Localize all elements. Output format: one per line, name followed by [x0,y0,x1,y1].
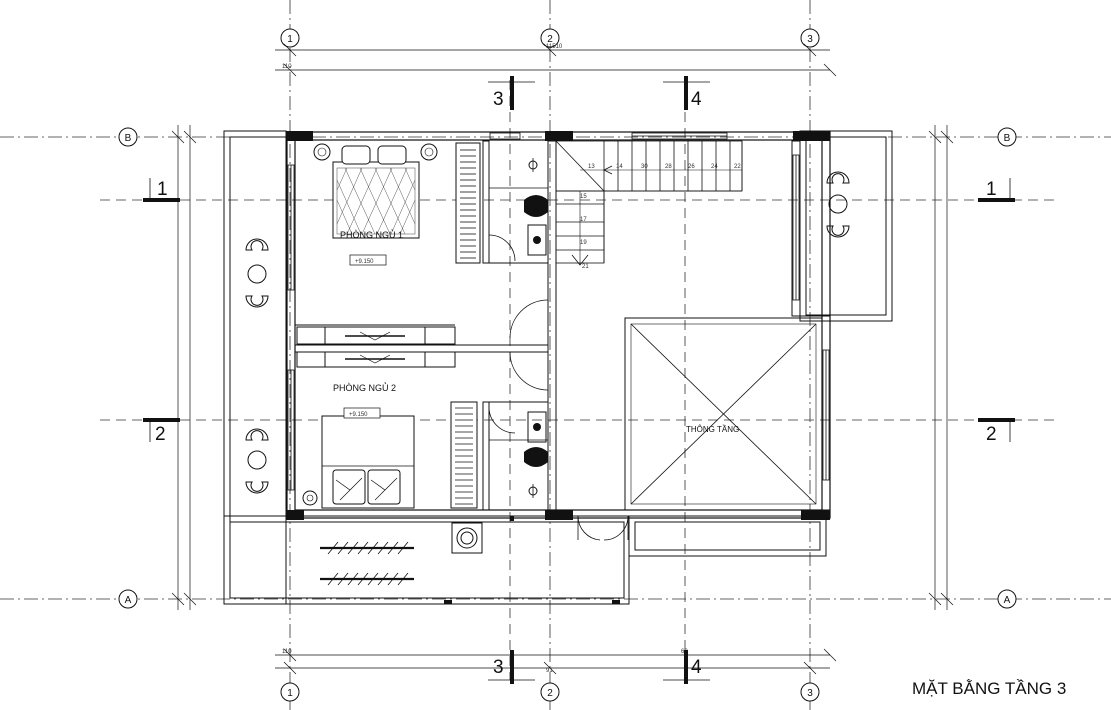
wardrobe-2 [450,401,478,509]
bottom-terrace [223,515,827,605]
left-windows [287,164,295,491]
svg-text:3: 3 [493,89,504,110]
svg-text:1: 1 [986,179,997,200]
bed-2 [302,415,415,509]
left-balcony [223,130,287,605]
section-mark-2-left: 2 [143,418,180,445]
section-mark-4-top: 4 [663,76,710,110]
top-window [489,132,728,140]
washing-machine [451,522,483,554]
svg-text:4: 4 [691,657,702,678]
right-windows [792,154,830,481]
grid-bubble-3-bottom: 3 [800,682,820,702]
wardrobe-shared [296,326,456,368]
right-balcony-chairs [826,171,850,238]
stair-step-28: 28 [665,164,672,170]
svg-text:1: 1 [287,34,293,45]
clothes-drying-rail [320,541,414,586]
grid-bubble-b-right: B [997,127,1017,147]
stair-step-13: 13 [588,164,595,170]
section-mark-1-right: 1 [978,178,1015,202]
section-mark-3-top: 3 [488,76,535,110]
bathroom-2-fixtures [489,411,548,498]
svg-text:A: A [125,595,132,606]
wardrobe-1 [455,142,481,264]
stair-step-30: 30 [641,164,648,170]
svg-text:1: 1 [287,688,293,699]
svg-text:3: 3 [807,34,813,45]
grid-bubble-2-bottom: 2 [540,682,560,702]
stair-step-26: 26 [688,164,695,170]
drawing-title: MẶT BẰNG TẦNG 3 [912,679,1066,698]
grid-bubble-1-top: 1 [280,28,300,48]
misc-markers [444,516,620,604]
svg-text:2: 2 [547,34,553,45]
section-mark-4-bottom: 4 [663,650,710,684]
grid-bubble-a-right: A [997,589,1017,609]
svg-text:B: B [1004,133,1011,144]
svg-text:3: 3 [807,688,813,699]
svg-text:2: 2 [547,688,553,699]
dim-bottom-mid: 91 [546,668,553,674]
stair-step-19: 19 [580,240,587,246]
svg-text:3: 3 [493,657,504,678]
svg-text:A: A [1004,595,1011,606]
svg-text:+9.150: +9.150 [355,259,374,265]
bed-1 [313,143,438,239]
section-mark-1-left: 1 [143,178,180,202]
dim-top-total: 11510 [546,44,563,50]
level-tag-bedroom-1: +9.150 [349,254,387,266]
svg-text:4: 4 [691,89,702,110]
room-label-bedroom-2: PHÒNG NGỦ 2 [333,382,396,393]
dim-top-left: 110 [282,64,292,70]
bathroom-1-fixtures [489,158,548,256]
section-mark-3-bottom: 3 [488,650,535,684]
stair-step-17: 17 [580,217,587,223]
svg-text:B: B [125,133,132,144]
dim-bottom-left: 110 [282,649,292,655]
stair-step-24: 24 [711,164,718,170]
level-tag-bedroom-2: +9.150 [343,407,381,419]
structural-columns [286,131,830,520]
grid-bubble-b-left: B [118,127,138,147]
void-opening [624,317,823,511]
stair-step-15: 15 [580,194,587,200]
room-label-void: THÔNG TẦNG [686,424,739,434]
dimension-lines [171,43,954,675]
svg-text:2: 2 [986,424,997,445]
grid-bubble-a-left: A [118,589,138,609]
room-label-bedroom-1: PHÒNG NGỦ 1 [340,229,403,240]
svg-text:+9.150: +9.150 [349,412,368,418]
stair-step-21: 21 [582,264,589,270]
grid-bubble-3-top: 3 [800,28,820,48]
door-swings [488,234,629,541]
stair-step-14: 14 [616,164,623,170]
section-mark-2-right: 2 [978,418,1015,445]
grid-bubble-2-top: 2 [540,28,560,48]
staircase [555,140,743,266]
svg-text:2: 2 [155,424,166,445]
stair-step-22: 22 [734,164,741,170]
left-balcony-chairs [245,238,269,494]
grid-bubble-1-bottom: 1 [280,682,300,702]
svg-text:1: 1 [157,179,168,200]
